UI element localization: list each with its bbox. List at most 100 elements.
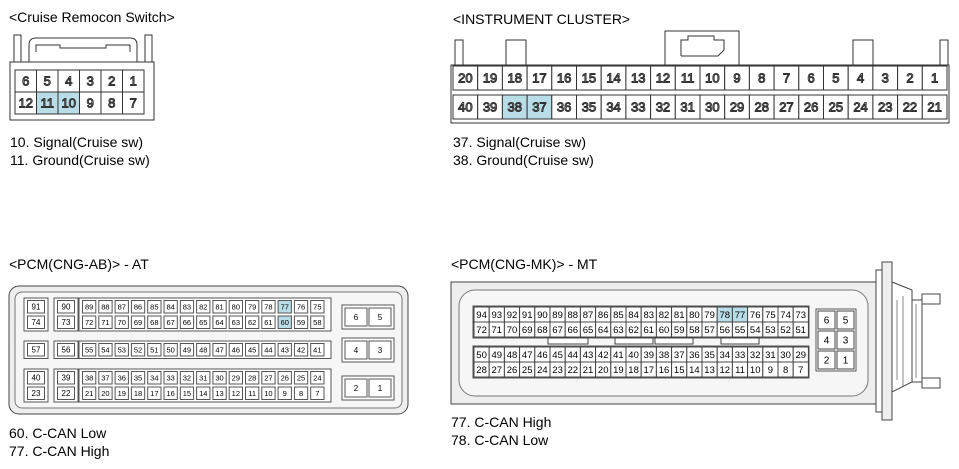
pin-label: 5 — [832, 71, 839, 86]
pin-label: 40 — [628, 350, 639, 361]
pin-label: 36 — [557, 100, 571, 115]
pin-label: 32 — [656, 100, 670, 115]
pin-label: 39 — [62, 374, 71, 383]
pin-label: 25 — [522, 365, 533, 376]
pin-25: 25 — [823, 94, 849, 120]
pin-label: 10 — [750, 365, 761, 376]
pin-label: 2 — [354, 384, 359, 393]
pin-81: 81 — [212, 300, 227, 314]
pin-32: 32 — [650, 94, 676, 120]
pin-7: 7 — [310, 386, 325, 400]
pin-74: 74 — [27, 315, 45, 329]
pin-label: 11 — [735, 365, 745, 376]
pin-label: 8 — [783, 365, 788, 376]
pin-32: 32 — [747, 346, 764, 363]
pin-29: 29 — [228, 371, 243, 385]
pin-22: 22 — [57, 386, 75, 400]
pin-label: 89 — [552, 310, 563, 321]
pin-label: 89 — [85, 302, 93, 311]
pin-label: 72 — [85, 318, 93, 327]
pin-72: 72 — [82, 315, 97, 329]
cruise-note-2: 11. Ground(Cruise sw) — [10, 152, 150, 168]
pin-label: 35 — [582, 100, 596, 115]
pin-label: 17 — [644, 365, 655, 376]
cruise-switch-title: <Cruise Remocon Switch> — [9, 9, 175, 25]
pin-label: 88 — [101, 302, 109, 311]
pin-label: 34 — [720, 350, 731, 361]
pin-label: 24 — [313, 373, 321, 382]
pin-label: 20 — [101, 389, 109, 398]
pin-label: 51 — [150, 345, 158, 354]
pin-2: 2 — [897, 65, 923, 91]
pin-label: 23 — [552, 365, 563, 376]
pin-26: 26 — [798, 94, 824, 120]
pin-label: 75 — [313, 302, 321, 311]
pin-34: 34 — [600, 94, 627, 120]
pin-label: 21 — [85, 389, 93, 398]
pin-1: 1 — [921, 65, 948, 91]
pin-16: 16 — [551, 65, 577, 91]
pin-label: 93 — [492, 310, 503, 321]
cluster-note-2: 38. Ground(Cruise sw) — [453, 152, 594, 168]
pin-label: 16 — [659, 365, 670, 376]
pin-65: 65 — [196, 315, 211, 329]
pin-label: 59 — [297, 318, 305, 327]
pin-label: 48 — [199, 345, 207, 354]
pin-label: 13 — [704, 365, 715, 376]
pin-86: 86 — [130, 300, 146, 314]
pin-label: 26 — [804, 100, 818, 115]
pin-label: 50 — [476, 350, 487, 361]
pin-54: 54 — [747, 321, 764, 338]
pin-11: 11 — [36, 91, 59, 115]
pin-15: 15 — [179, 386, 195, 400]
pin-label: 1 — [843, 356, 849, 367]
pin-label: 53 — [765, 325, 776, 336]
pin-4: 4 — [817, 330, 836, 350]
pin-16: 16 — [163, 386, 178, 400]
pin-label: 76 — [750, 310, 761, 321]
pin-label: 32 — [183, 373, 191, 382]
pin-label: 80 — [689, 310, 700, 321]
pin-77: 77 — [277, 300, 292, 314]
pin-52: 52 — [777, 321, 794, 338]
pin-8: 8 — [293, 386, 309, 400]
pin-label: 38 — [508, 100, 522, 115]
pin-22: 22 — [897, 94, 923, 120]
pin-25: 25 — [519, 361, 536, 378]
pin-59: 59 — [671, 321, 688, 338]
pin-label: 12 — [656, 71, 670, 86]
pin-label: 33 — [735, 350, 746, 361]
pin-75: 75 — [310, 300, 325, 314]
pin-2: 2 — [344, 378, 368, 398]
pin-label: 52 — [780, 325, 791, 336]
pin-49: 49 — [179, 343, 195, 357]
pin-label: 85 — [150, 302, 158, 311]
pin-33: 33 — [163, 371, 178, 385]
pin-label: 45 — [552, 350, 563, 361]
pin-label: 66 — [568, 325, 579, 336]
pin-80: 80 — [686, 306, 703, 323]
pin-label: 3 — [843, 336, 849, 347]
pin-label: 4 — [354, 346, 359, 355]
pin-70: 70 — [114, 315, 129, 329]
pin-label: 57 — [704, 325, 715, 336]
pin-41: 41 — [610, 346, 627, 363]
pin-44: 44 — [261, 343, 276, 357]
pin-53: 53 — [762, 321, 779, 338]
pin-84: 84 — [163, 300, 178, 314]
pin-label: 77 — [281, 302, 289, 311]
pin-label: 22 — [568, 365, 579, 376]
pin-43: 43 — [277, 343, 292, 357]
pin-label: 70 — [118, 318, 126, 327]
pin-label: 12 — [232, 389, 240, 398]
pin-23: 23 — [549, 361, 566, 378]
pin-label: 3 — [378, 346, 383, 355]
pin-18: 18 — [130, 386, 146, 400]
pin-label: 11 — [681, 71, 695, 86]
pin-20: 20 — [595, 361, 612, 378]
pin-57: 57 — [701, 321, 718, 338]
pin-33: 33 — [731, 346, 749, 363]
pin-61: 61 — [261, 315, 276, 329]
pin-91: 91 — [27, 300, 45, 314]
pin-32: 32 — [179, 371, 195, 385]
